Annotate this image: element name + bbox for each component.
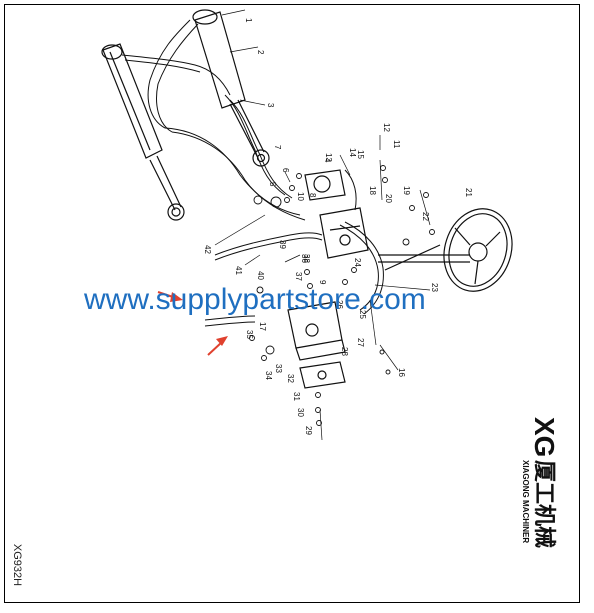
- callout-42: 42: [203, 245, 212, 254]
- callout-4: 4: [323, 158, 332, 163]
- red-arrows: [157, 291, 228, 356]
- leader-lines: [214, 9, 431, 441]
- callout-30: 30: [296, 408, 305, 417]
- callout-41: 41: [234, 266, 243, 275]
- drawing-frame: [4, 4, 580, 603]
- callout-5: 5: [268, 182, 277, 187]
- callout-39: 39: [278, 240, 287, 249]
- brand-english: XIAGONG MACHINER: [521, 460, 530, 543]
- callout-15: 15: [356, 150, 365, 159]
- callout-2: 2: [256, 50, 265, 55]
- steering-valve: [304, 169, 369, 259]
- callout-32: 32: [286, 374, 295, 383]
- callout-33: 33: [274, 364, 283, 373]
- watermark-url: www.supplypartstore.com: [84, 283, 426, 316]
- brand-chinese: 厦工机械: [531, 460, 556, 548]
- callout-37: 37: [294, 272, 303, 281]
- callout-27: 27: [356, 338, 365, 347]
- callout-36: 36: [300, 254, 309, 263]
- callout-22: 22: [421, 212, 430, 221]
- callout-13: 13: [324, 153, 333, 162]
- callout-19: 19: [402, 186, 411, 195]
- callout-17: 17: [258, 322, 267, 331]
- callout-34: 34: [264, 371, 273, 380]
- fittings: [249, 165, 435, 426]
- callout-12: 12: [382, 123, 391, 132]
- callout-3: 3: [266, 103, 275, 108]
- callout-40: 40: [256, 271, 265, 280]
- right-steering-cylinder: [192, 9, 270, 167]
- callout-11: 11: [392, 140, 401, 149]
- callout-7: 7: [273, 145, 282, 150]
- steering-unit: [287, 301, 346, 389]
- brand-mark: XG: [529, 417, 560, 457]
- callout-28: 28: [340, 347, 349, 356]
- callout-1: 1: [244, 18, 253, 23]
- callout-18: 18: [368, 186, 377, 195]
- callout-25: 25: [358, 310, 367, 319]
- callout-23: 23: [430, 283, 439, 292]
- model-code: XG932H: [11, 544, 23, 586]
- callout-26: 26: [335, 300, 344, 309]
- part-callouts: 1 2 3 4 5 6 7 8 9 10 11 12 13 14 15 16 1…: [203, 18, 473, 435]
- callout-35: 35: [245, 330, 254, 339]
- hydraulic-hoses: [121, 19, 384, 327]
- callout-24: 24: [353, 258, 362, 267]
- callout-31: 31: [292, 392, 301, 401]
- callout-10: 10: [296, 192, 305, 201]
- callout-16: 16: [397, 368, 406, 377]
- callout-38: 38: [302, 254, 311, 263]
- steering-column: [378, 244, 470, 271]
- callout-6: 6: [281, 168, 290, 173]
- callout-21: 21: [464, 188, 473, 197]
- callout-9: 9: [318, 280, 327, 285]
- callout-20: 20: [384, 194, 393, 203]
- callout-14: 14: [348, 148, 357, 157]
- callout-8: 8: [308, 193, 317, 198]
- model-code-text: XG932H: [11, 544, 23, 586]
- brand-logo: XG 厦工机械 XIAGONG MACHINER: [521, 417, 560, 548]
- callout-29: 29: [304, 426, 313, 435]
- left-steering-cylinder: [101, 43, 185, 221]
- steering-wheel: [443, 208, 513, 292]
